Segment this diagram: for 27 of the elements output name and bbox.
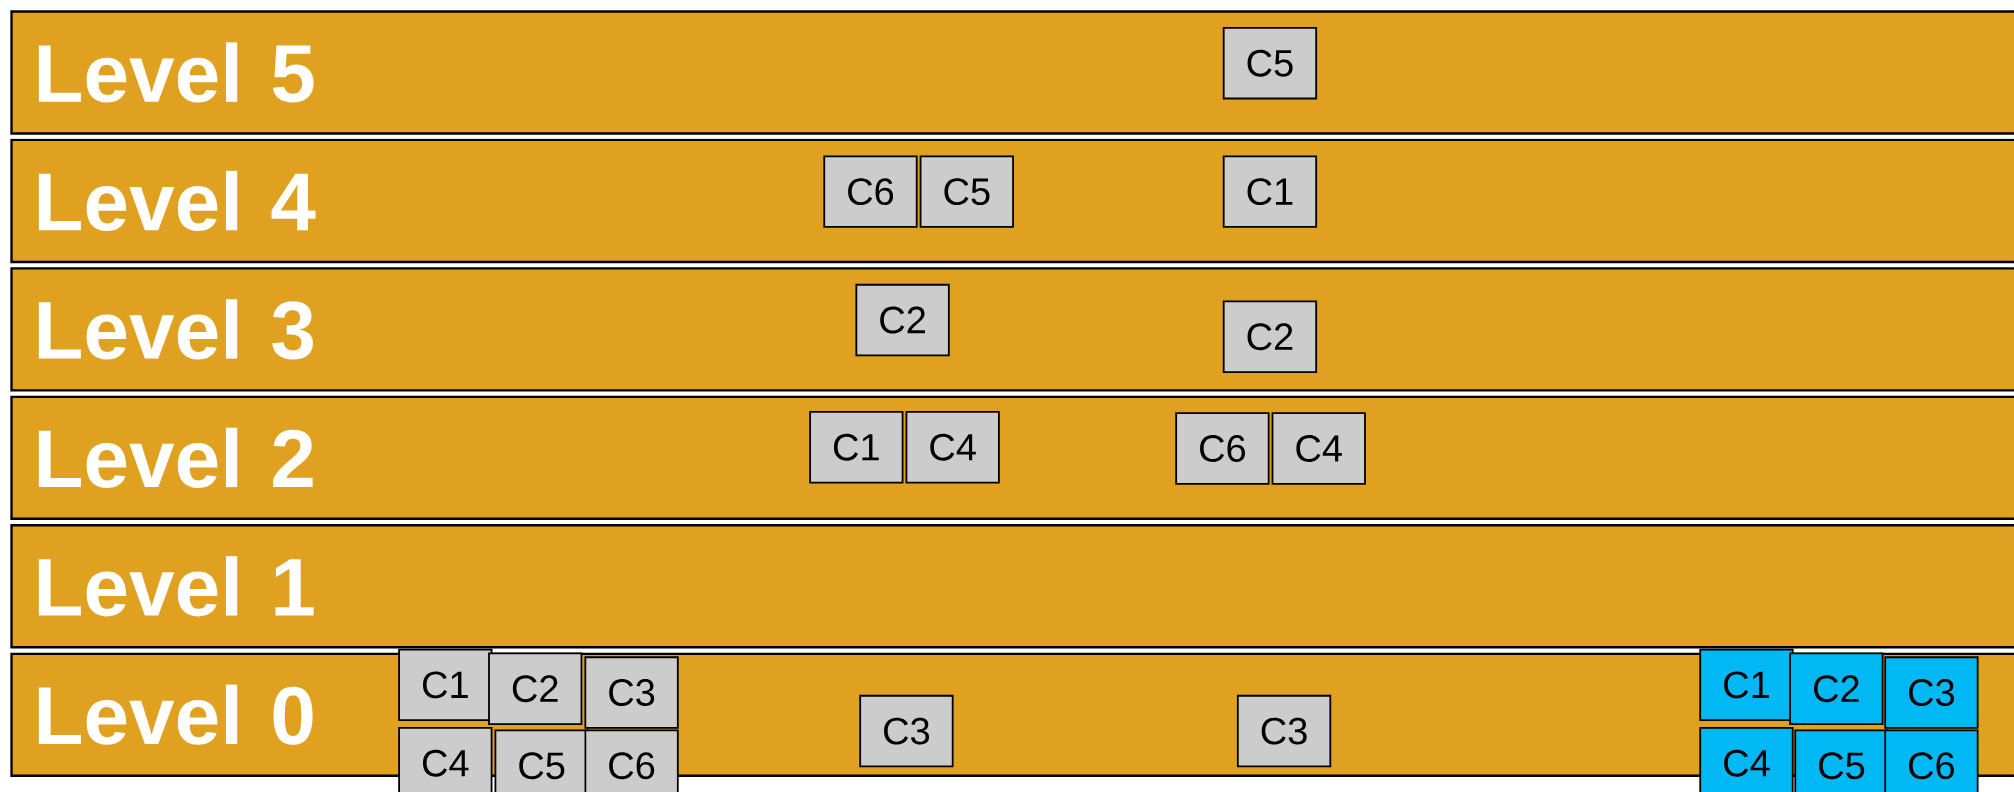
cell-box: C3 [1236, 694, 1332, 768]
cell-box: C4 [905, 410, 1000, 484]
cell-box: C3 [584, 656, 679, 729]
node-label: C5 [1819, 752, 1865, 779]
cell-box: C2 [488, 652, 583, 725]
cell-box: C2 [855, 283, 950, 357]
cell-box: C2 [1222, 300, 1318, 373]
cell-box: C3 [1884, 656, 1979, 729]
cell-box: C3 [859, 694, 954, 768]
cell-box: C6 [823, 155, 918, 228]
cell-box: C6 [1884, 729, 1979, 792]
cell-box: C5 [1794, 729, 1889, 792]
level-band: Level 1 [10, 523, 2014, 649]
cell-box: C6 [584, 729, 679, 792]
cell-box: C1 [1699, 648, 1794, 721]
cell-box: C5 [919, 155, 1014, 228]
node-label: C5 [519, 752, 565, 779]
cell-box: C1 [1222, 155, 1318, 228]
cell-box: C1 [398, 648, 493, 721]
cell-box: C4 [1271, 412, 1366, 485]
cell-box: C2 [1789, 652, 1884, 725]
cell-box: C1 [809, 410, 904, 484]
cell-box: C4 [398, 726, 493, 792]
cell-box: C4 [1699, 726, 1794, 792]
cell-box: C6 [1175, 412, 1270, 485]
cell-box: C5 [1222, 26, 1318, 100]
cell-box: C5 [494, 729, 589, 792]
